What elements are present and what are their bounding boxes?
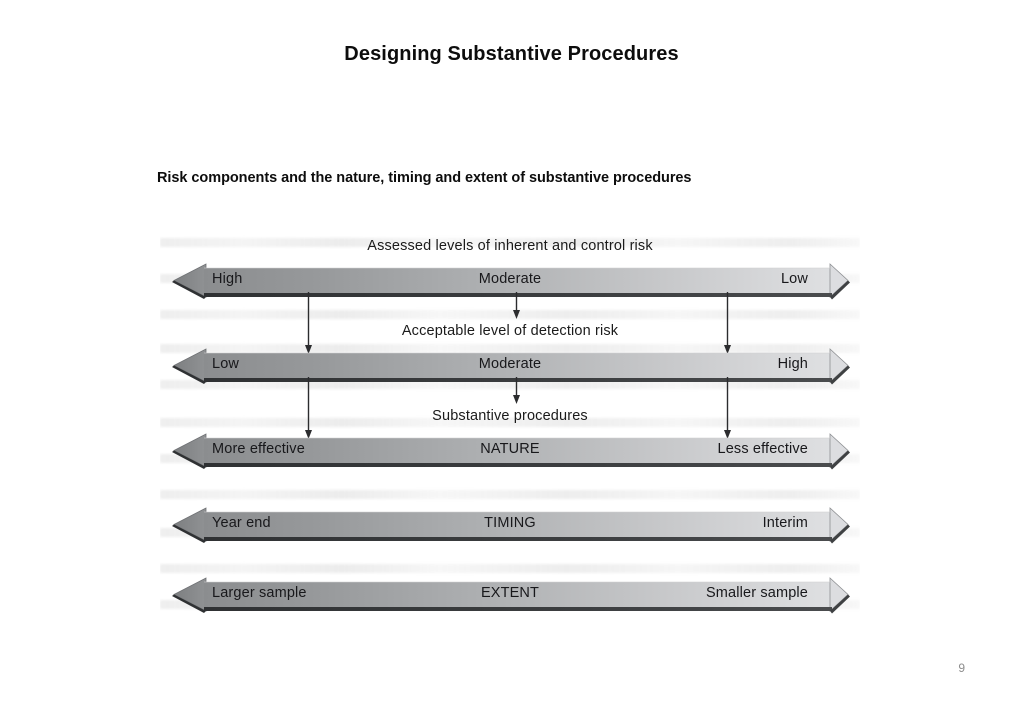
bar-label-right-extent: Smaller sample xyxy=(705,585,808,601)
double-arrow-extent: Larger sample EXTENT Smaller sample xyxy=(160,572,860,618)
bar-label-right-timing: Interim xyxy=(762,515,808,531)
row-caption-nature: Substantive procedures xyxy=(432,408,588,424)
bar-label-right-assessed-risk: Low xyxy=(780,271,808,287)
bar-label-left-timing: Year end xyxy=(212,515,271,531)
connector-arrow-right-1 xyxy=(723,292,732,355)
page-title: Designing Substantive Procedures xyxy=(344,43,679,65)
bar-label-center-nature: NATURE xyxy=(480,441,540,457)
substantive-procedures-diagram: Assessed levels of inherent and control … xyxy=(160,232,860,630)
connector-arrow-left-1 xyxy=(304,292,313,355)
double-arrow-assessed-risk: High Moderate Low xyxy=(160,258,860,304)
bar-label-right-detection-risk: High xyxy=(777,356,808,372)
bar-label-right-nature: Less effective xyxy=(717,441,808,457)
row-caption-detection-risk: Acceptable level of detection risk xyxy=(401,323,619,339)
bar-label-left-detection-risk: Low xyxy=(212,356,240,372)
connector-arrow-center-2 xyxy=(512,377,521,405)
connector-arrow-center-1 xyxy=(512,292,521,320)
page-number: 9 xyxy=(958,661,965,675)
bar-label-left-assessed-risk: High xyxy=(212,271,243,287)
bar-label-left-nature: More effective xyxy=(212,441,305,457)
double-arrow-nature: More effective NATURE Less effective xyxy=(160,428,860,474)
connector-arrow-left-2 xyxy=(304,377,313,440)
double-arrow-timing: Year end TIMING Interim xyxy=(160,502,860,548)
slide-subtitle: Risk components and the nature, timing a… xyxy=(157,170,692,186)
row-caption-assessed-risk: Assessed levels of inherent and control … xyxy=(367,238,653,254)
connector-arrow-right-2 xyxy=(723,377,732,440)
bar-label-center-timing: TIMING xyxy=(484,515,536,531)
bar-label-center-assessed-risk: Moderate xyxy=(478,271,542,287)
bar-label-center-extent: EXTENT xyxy=(480,585,540,601)
double-arrow-detection-risk: Low Moderate High xyxy=(160,343,860,389)
bar-label-center-detection-risk: Moderate xyxy=(478,356,542,372)
bar-label-left-extent: Larger sample xyxy=(212,585,307,601)
